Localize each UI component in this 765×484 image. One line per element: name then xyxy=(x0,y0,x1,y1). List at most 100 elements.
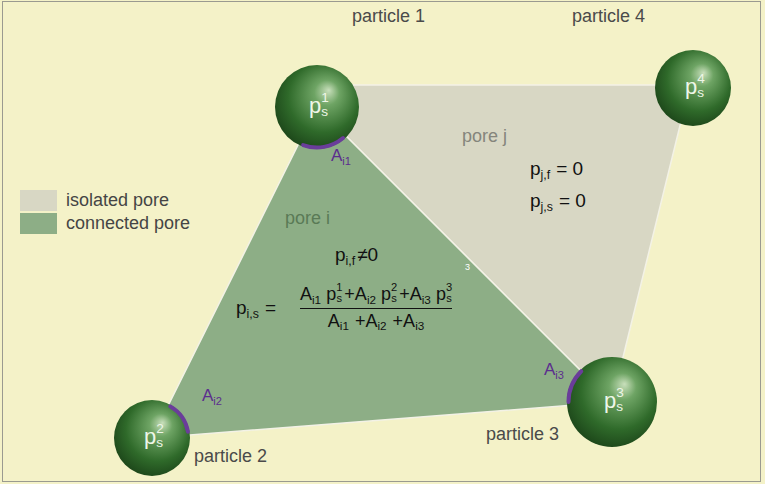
text-part: 1 xyxy=(336,282,342,293)
sphere xyxy=(114,400,190,476)
text-part: s xyxy=(391,293,397,304)
text-part: pore j xyxy=(462,126,507,146)
legend-swatch xyxy=(20,190,57,211)
pore-pressure: pj,s = 0 xyxy=(530,190,586,212)
legend-swatch xyxy=(20,213,57,234)
text-part: i3 xyxy=(415,319,424,332)
text-part: i2 xyxy=(378,319,387,332)
sphere xyxy=(567,357,657,447)
text-part: i,s xyxy=(247,307,259,321)
text-part: = 0 xyxy=(556,158,583,179)
text-part: i1 xyxy=(340,319,349,332)
text-part: p xyxy=(381,284,391,304)
text-part: i3 xyxy=(555,369,564,381)
text-part: +A xyxy=(355,311,378,331)
denominator: Ai1+Ai2+Ai3 xyxy=(300,311,452,332)
text-part: connected pore xyxy=(66,213,190,233)
text-part: i2 xyxy=(367,293,376,306)
text-part: 2 xyxy=(156,422,164,436)
text-part: i2 xyxy=(213,395,222,407)
frame-border xyxy=(3,2,761,482)
text-part: particle 3 xyxy=(486,424,559,444)
text-part: ≠0 xyxy=(357,244,378,265)
text-part: p xyxy=(604,388,616,413)
contact-area-arc xyxy=(170,406,188,431)
text-part: p xyxy=(530,158,541,179)
contact-area-label: Ai3 xyxy=(544,360,564,380)
text-part: i1 xyxy=(312,293,321,306)
text-part: p xyxy=(530,190,541,211)
text-part: A xyxy=(300,284,312,304)
text-part: s xyxy=(697,86,705,100)
text-part: p xyxy=(326,284,336,304)
fraction-bar xyxy=(300,308,452,309)
legend-text: connected pore xyxy=(66,213,190,234)
text-part: p xyxy=(309,93,321,118)
particle-name: particle 2 xyxy=(194,446,267,467)
contact-area-label: Ai2 xyxy=(202,386,222,406)
text-part: = 0 xyxy=(559,190,586,211)
particle-pressure: p1s xyxy=(309,91,329,118)
formula-lhs: pi,s = xyxy=(236,297,276,319)
sub-sup-stack: 1s xyxy=(336,282,342,304)
sub-sup-stack: 1s xyxy=(321,91,329,118)
text-part: j,f xyxy=(541,168,551,182)
pore-polygon xyxy=(152,107,612,438)
particle: particle 4p4s xyxy=(655,50,731,126)
particle-name: particle 4 xyxy=(572,6,645,27)
pore-name: pore j xyxy=(462,126,507,147)
text-part: pore i xyxy=(285,208,330,228)
particle-pressure: p4s xyxy=(685,72,705,99)
text-part: j,s xyxy=(541,200,553,214)
text-part: p xyxy=(144,424,156,449)
text-part: s xyxy=(156,436,164,450)
particle-name: particle 3 xyxy=(486,424,559,445)
text-part: s xyxy=(321,105,329,119)
text-part: s xyxy=(336,293,342,304)
numerator: Ai1p1s+Ai2p2s+Ai3p3s xyxy=(300,282,452,305)
text-part: particle 2 xyxy=(194,446,267,466)
text-part: = xyxy=(265,297,276,318)
text-part: +A xyxy=(393,311,416,331)
text-part: isolated pore xyxy=(66,190,169,210)
text-part: particle 1 xyxy=(352,6,425,26)
text-part: 2 xyxy=(391,282,397,293)
fraction: Ai1p1s+Ai2p2s+Ai3p3sAi1+Ai2+Ai3 xyxy=(300,282,452,331)
contact-area-label: Ai1 xyxy=(331,146,351,166)
text-part: +A xyxy=(344,284,367,304)
text-part: 3 xyxy=(616,386,624,400)
text-part: 3 xyxy=(465,262,470,272)
text-part: p xyxy=(436,284,446,304)
particle: particle 1p1s xyxy=(275,65,359,149)
legend-text: isolated pore xyxy=(66,190,169,211)
text-part: +A xyxy=(399,284,422,304)
sub-sup-stack: 3s xyxy=(446,282,452,304)
particle-pressure: p2s xyxy=(144,422,164,449)
sub-sup-stack: 2s xyxy=(156,422,164,449)
sphere xyxy=(275,65,359,149)
text-part: s xyxy=(446,293,452,304)
pore-pressure: pj,f = 0 xyxy=(530,158,583,180)
particle-name: particle 1 xyxy=(352,6,425,27)
text-part: A xyxy=(328,311,340,331)
text-part: s xyxy=(616,400,624,414)
text-part: p xyxy=(335,244,346,265)
pore-pressure: pi,f≠0 xyxy=(335,244,378,266)
text-part: p xyxy=(685,74,697,99)
contact-area-arc xyxy=(569,371,582,402)
text-part: p xyxy=(236,297,247,318)
text-part: 4 xyxy=(697,72,705,86)
sub-sup-stack: 3s xyxy=(616,386,624,413)
text-part: A xyxy=(331,146,342,165)
pore-shape xyxy=(152,107,612,438)
pore-name: pore i xyxy=(285,208,330,229)
text-part: particle 4 xyxy=(572,6,645,26)
sphere xyxy=(655,50,731,126)
text-part: A xyxy=(544,360,555,379)
text-part: i1 xyxy=(342,155,351,167)
text-part: 1 xyxy=(321,91,329,105)
particle-pressure: p3s xyxy=(604,386,624,413)
text-part: A xyxy=(202,386,213,405)
edge-number: 3 xyxy=(465,262,470,272)
